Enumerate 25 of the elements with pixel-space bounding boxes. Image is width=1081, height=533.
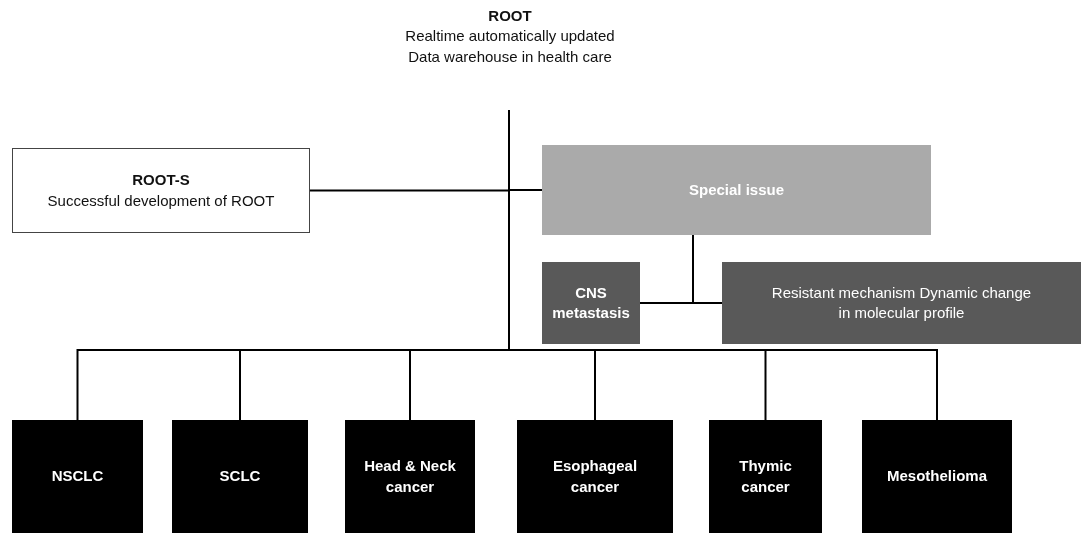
- box-label: Special issue: [687, 179, 786, 200]
- topic-box: [722, 262, 1081, 344]
- disease-box: [12, 420, 143, 533]
- description: Realtime automatically updated Data warehouse in health care: [404, 26, 616, 67]
- heading: ROOT: [487, 6, 533, 26]
- box-label: Head & Neck cancer: [363, 456, 457, 497]
- disease-box: [862, 420, 1012, 533]
- description: Successful development of ROOT: [46, 190, 276, 211]
- disease-box: [345, 420, 475, 533]
- heading: ROOT-S: [131, 170, 191, 191]
- box-label: Mesothelioma: [886, 466, 988, 487]
- disease-box: [517, 420, 673, 533]
- connector-line: [508, 109, 938, 421]
- disease-box: [172, 420, 308, 533]
- box-label: Esophageal cancer: [551, 456, 639, 497]
- category-box: [12, 148, 310, 233]
- connector-line: [692, 234, 723, 304]
- box-label: Resistant mechanism Dynamic change in molecular profile: [770, 282, 1033, 323]
- box-label: CNS metastasis: [551, 282, 631, 323]
- topic-box: [542, 262, 640, 344]
- box-label: Thymic cancer: [738, 456, 793, 497]
- disease-box: [709, 420, 822, 533]
- box-label: NSCLC: [50, 466, 105, 487]
- category-box: [542, 145, 931, 235]
- box-label: SCLC: [218, 466, 262, 487]
